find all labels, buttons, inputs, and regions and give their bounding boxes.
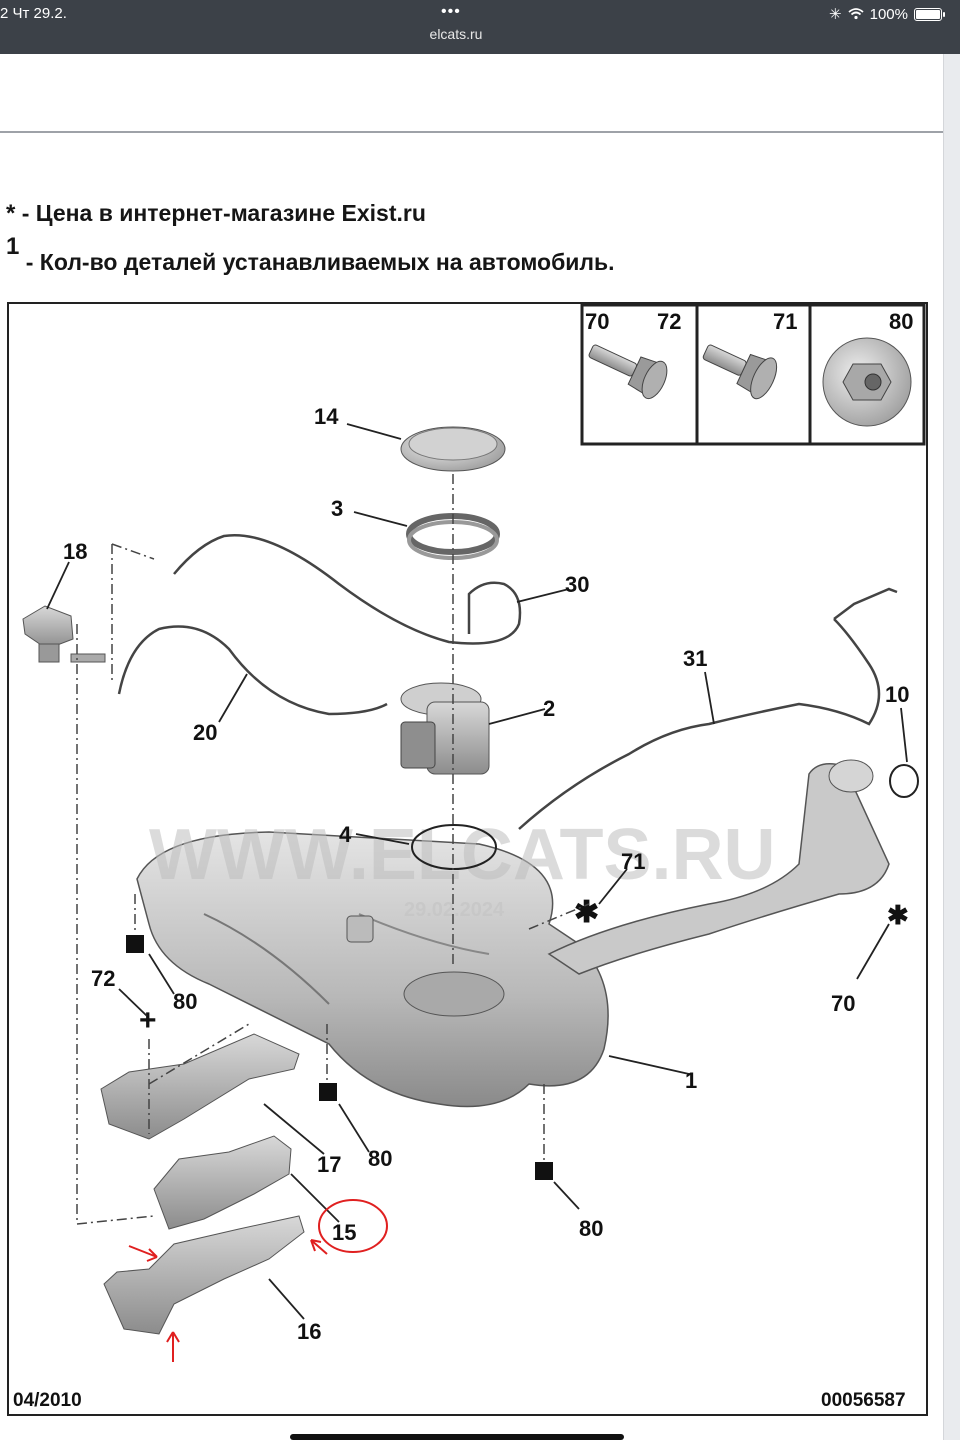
part-label[interactable]: 71 [621,849,645,874]
fuel-tank-part-1 [136,759,890,1108]
part-label[interactable]: 10 [885,682,909,707]
arrow-icon [128,1245,158,1262]
bottom-bar [290,1434,624,1440]
part-labels: 14 3 18 30 20 2 31 10 4 71 70 72 80 80 8… [63,404,909,1344]
part-label[interactable]: 2 [543,696,555,721]
heat-shield-part-16 [103,1215,305,1335]
activity-icon: ✳ [829,6,842,23]
svg-text:71: 71 [773,309,797,334]
fuel-pump-part-2 [400,682,490,775]
svg-text:+: + [139,1004,157,1037]
reference-code: 00056587 [821,1390,906,1411]
fastener-inset-labels: 70 72 71 80 [585,309,913,334]
part-label[interactable]: 3 [331,496,343,521]
assembly-lines [76,474,590,1225]
parts-diagram[interactable]: WWW.ELCATS.RU 29.02.2024 [7,302,928,1416]
part-label[interactable]: 80 [579,1216,603,1241]
fastener-markers: + ✱ ✱ [126,896,909,1180]
part-label[interactable]: 16 [297,1319,321,1344]
part-label[interactable]: 31 [683,646,707,671]
part-label[interactable]: 15 [332,1220,356,1245]
svg-text:70: 70 [585,309,609,334]
svg-text:80: 80 [889,309,913,334]
heat-shield-part-17 [100,1033,300,1140]
watermark-date: 29.02.2024 [404,899,505,921]
address-url[interactable]: elcats.ru [429,26,483,42]
cap-part-14 [400,426,506,472]
more-options-icon[interactable]: ••• [441,3,461,20]
part-label[interactable]: 17 [317,1152,341,1177]
leader-lines [46,423,908,1320]
part-label[interactable]: 72 [91,966,115,991]
seal-part-10 [889,764,919,798]
qty-legend-text: - Кол-во деталей устанавливаемых на авто… [19,249,615,275]
date-code: 04/2010 [13,1390,82,1411]
seal-part-4 [411,824,497,870]
qty-symbol: 1 [6,233,20,260]
fastener-inset [580,303,926,446]
page-scroll-edge [943,54,960,1440]
price-legend-text: - Цена в интернет-магазине Exist.ru [15,200,426,226]
header-divider [0,131,943,133]
watermark: WWW.ELCATS.RU [149,815,776,895]
part-label[interactable]: 18 [63,539,87,564]
browser-status-bar: 2 Чт 29.2. ••• elcats.ru ✳ 100% [0,0,960,54]
legend-price: * - Цена в интернет-магазине Exist.ru [6,200,426,228]
wiring [117,534,898,830]
part-label[interactable]: 80 [368,1146,392,1171]
arrow-icon [310,1239,328,1255]
valve-part-18 [22,605,106,663]
svg-text:72: 72 [657,309,681,334]
svg-text:✱: ✱ [574,896,599,929]
part-label[interactable]: 14 [314,404,339,429]
battery-icon [914,7,945,21]
fuel-tank-exploded-view: WWW.ELCATS.RU 29.02.2024 [13,303,926,1411]
legend-quantity: 1 - Кол-во деталей устанавливаемых на ав… [6,233,615,275]
heat-shield-part-15 [153,1135,292,1230]
svg-text:✱: ✱ [887,900,909,930]
status-indicators: ✳ 100% [829,5,945,23]
arrow-icon [166,1331,180,1362]
highlight-circle [318,1199,388,1253]
user-annotations [128,1199,388,1362]
price-symbol: * [6,200,16,227]
part-label[interactable]: 80 [173,989,197,1014]
part-label[interactable]: 1 [685,1068,697,1093]
part-label[interactable]: 70 [831,991,855,1016]
part-label[interactable]: 4 [339,822,352,847]
battery-percent: 100% [869,5,908,23]
part-label[interactable]: 20 [193,720,217,745]
wifi-icon [848,8,864,20]
part-label[interactable]: 30 [565,572,589,597]
status-time: 2 Чт 29.2. [0,5,67,22]
